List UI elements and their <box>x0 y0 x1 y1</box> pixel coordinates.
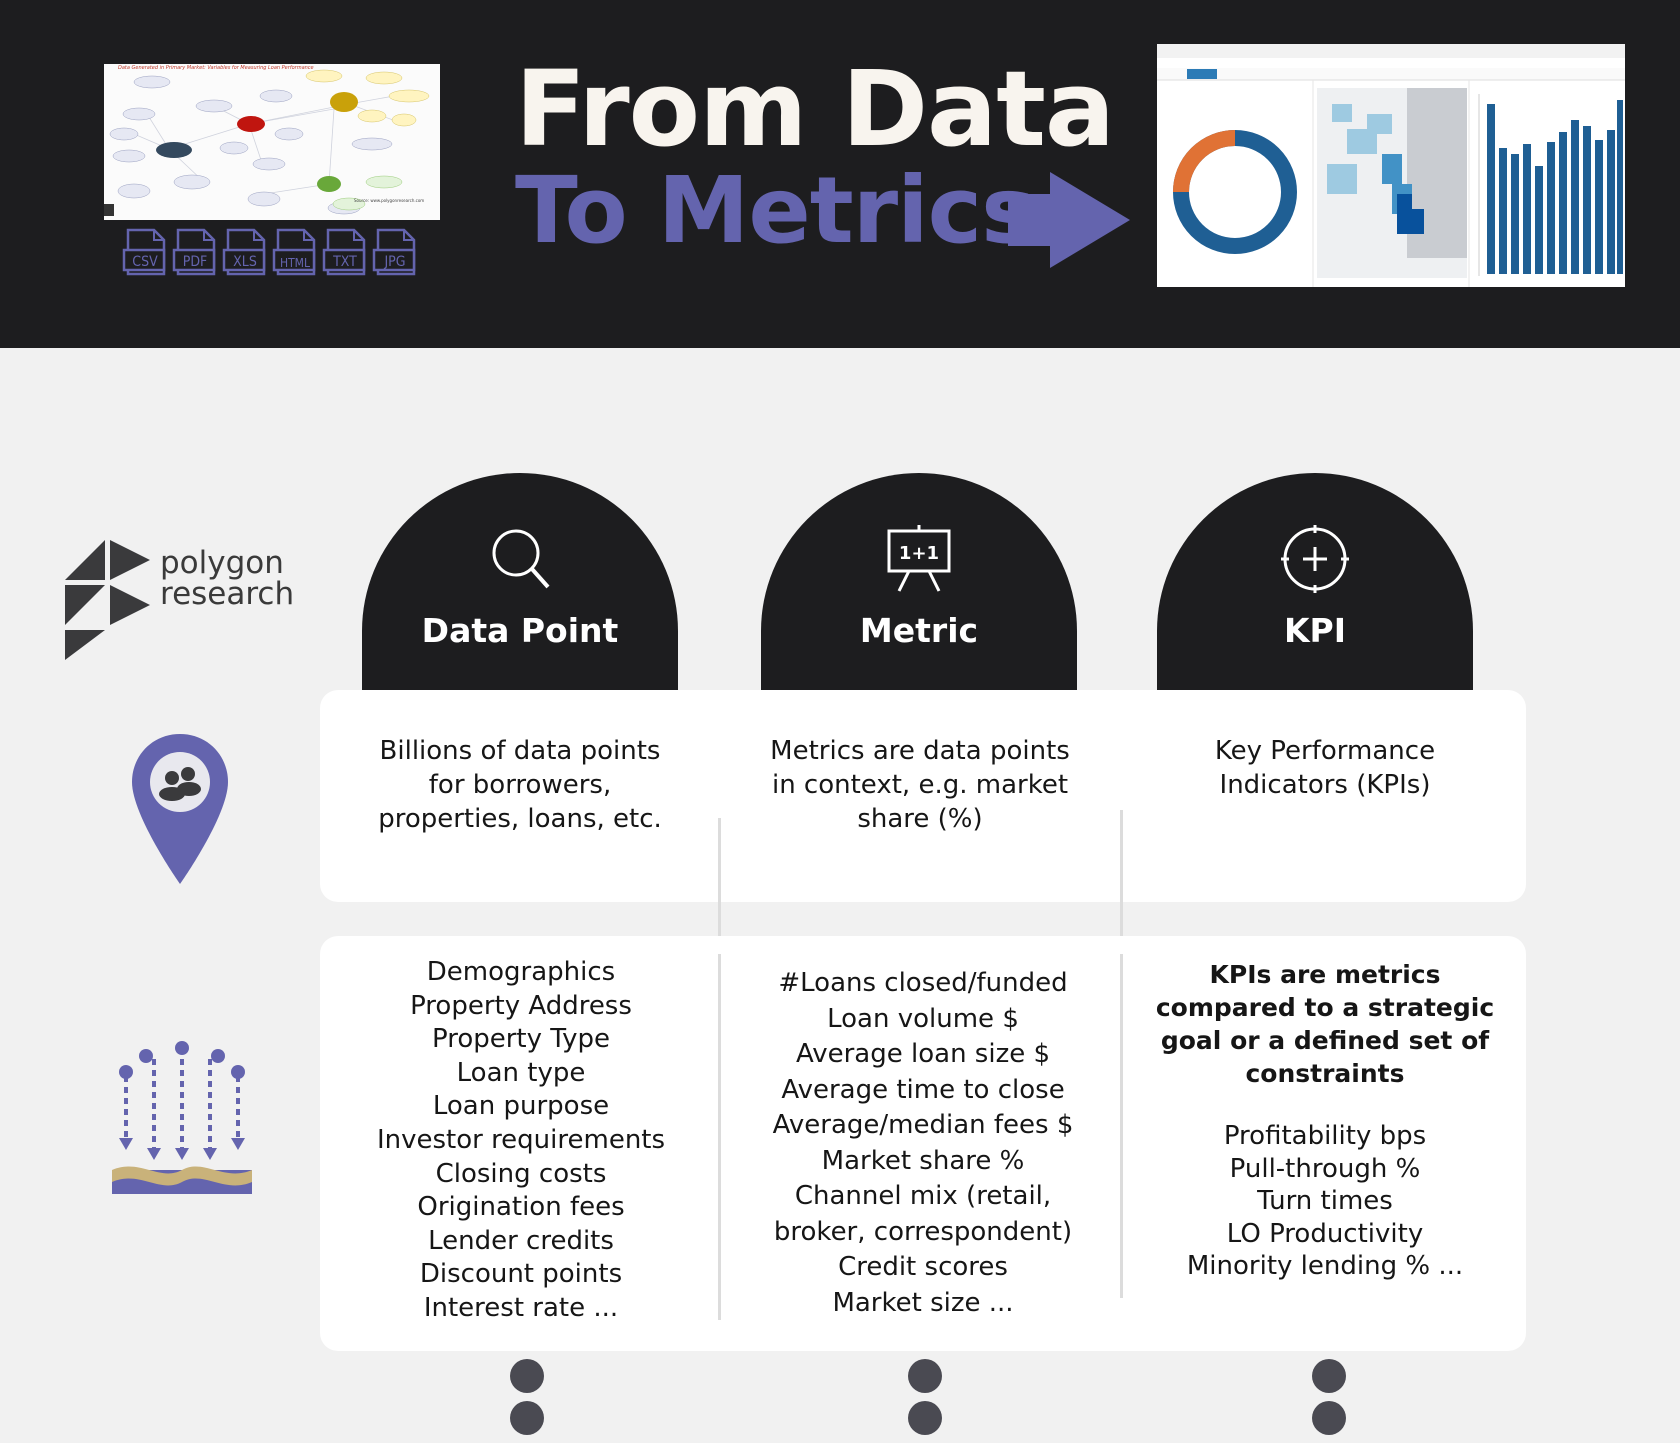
data-point-description: Billions of data points for borrowers, p… <box>378 736 662 834</box>
pdf-file-icon: PDF <box>172 228 218 276</box>
list-item: Average loan size $ <box>795 1039 1051 1069</box>
title-line-2: To Metrics <box>515 157 1036 264</box>
metric-examples: #Loans closed/funded Loan volume $ Avera… <box>738 966 1108 1321</box>
list-item: Average/median fees $ <box>772 1110 1074 1140</box>
list-item: Pull-through % <box>1229 1153 1421 1184</box>
jpg-file-icon: JPG <box>372 228 418 276</box>
title-line-1: From Data <box>515 48 1115 170</box>
kpi-header: KPI <box>1157 473 1473 690</box>
polygon-research-logo <box>60 530 160 664</box>
list-item: Channel mix (retail, <box>794 1181 1052 1211</box>
list-item: Property Type <box>431 1024 610 1055</box>
location-people-icon <box>132 734 228 888</box>
data-variables-thumbnail: Data Generated in Primary Market: Variab… <box>104 64 440 220</box>
column-title-metric: Metric <box>859 611 979 650</box>
list-item: broker, correspondent) <box>773 1216 1073 1247</box>
list-item: LO Productivity <box>1226 1218 1424 1249</box>
list-item: Investor requirements <box>376 1124 666 1155</box>
list-item: Origination fees <box>417 1192 625 1223</box>
presentation-board-icon: 1+1 <box>879 525 959 595</box>
list-item: Demographics <box>426 957 616 987</box>
continuation-dots <box>510 1359 544 1443</box>
target-plus-icon <box>1275 525 1355 595</box>
xls-file-icon: XLS <box>222 228 268 276</box>
txt-file-icon: TXT <box>322 228 368 276</box>
list-item: Turn times <box>1257 1186 1393 1216</box>
list-item: Minority lending % ... <box>1186 1251 1464 1281</box>
svg-text:Source: www.polygonresearch.co: Source: www.polygonresearch.com <box>354 198 424 203</box>
kpi-definition: KPIs are metrics compared to a strategic… <box>1155 960 1495 1088</box>
list-item: Loan type <box>456 1057 586 1088</box>
data-flow-icon <box>110 1038 254 1202</box>
list-item: Market size ... <box>832 1287 1014 1318</box>
list-item: Credit scores <box>838 1252 1008 1282</box>
metric-description: Metrics are data points in context, e.g.… <box>770 736 1070 834</box>
right-arrow-icon <box>1008 172 1130 272</box>
csv-file-icon: CSV <box>122 228 168 276</box>
column-divider <box>718 954 721 1320</box>
column-divider <box>1120 810 1123 936</box>
continuation-dots <box>908 1359 942 1443</box>
list-item: Market share % <box>821 1145 1025 1176</box>
header-banner: Data Generated in Primary Market: Variab… <box>0 0 1680 348</box>
column-divider <box>718 818 721 936</box>
list-item: Discount points <box>419 1259 623 1290</box>
list-item: Loan volume $ <box>827 1003 1019 1034</box>
continuation-dots <box>1312 1359 1346 1443</box>
description-card <box>320 690 1526 902</box>
svg-text:1+1: 1+1 <box>899 543 939 564</box>
list-item: Average time to close <box>781 1074 1065 1105</box>
list-item: #Loans closed/funded <box>778 968 1068 998</box>
kpi-description: Key Performance Indicators (KPIs) <box>1214 736 1436 800</box>
column-title-data-point: Data Point <box>421 611 619 650</box>
list-item: Profitability bps <box>1223 1121 1427 1151</box>
metric-header: 1+1 Metric <box>761 473 1077 690</box>
list-item: Interest rate ... <box>423 1292 619 1323</box>
data-point-header: Data Point <box>362 473 678 690</box>
list-item: Loan purpose <box>432 1091 610 1122</box>
dashboard-thumbnail <box>1157 44 1625 287</box>
brand-wordmark: polygon research <box>160 545 295 612</box>
list-item: Closing costs <box>435 1158 607 1189</box>
column-divider <box>1120 954 1123 1298</box>
kpi-examples: KPIs are metrics compared to a strategic… <box>1140 958 1510 1283</box>
list-item: Property Address <box>410 990 632 1021</box>
column-title-kpi: KPI <box>1283 611 1347 650</box>
data-point-examples: Demographics Property Address Property T… <box>340 956 702 1326</box>
magnifier-icon <box>480 525 560 595</box>
list-item: Lender credits <box>428 1225 614 1256</box>
examples-card <box>320 936 1526 1351</box>
thumbnail-caption: Data Generated in Primary Market: Variab… <box>118 65 314 71</box>
html-file-icon: HTML <box>272 228 318 276</box>
